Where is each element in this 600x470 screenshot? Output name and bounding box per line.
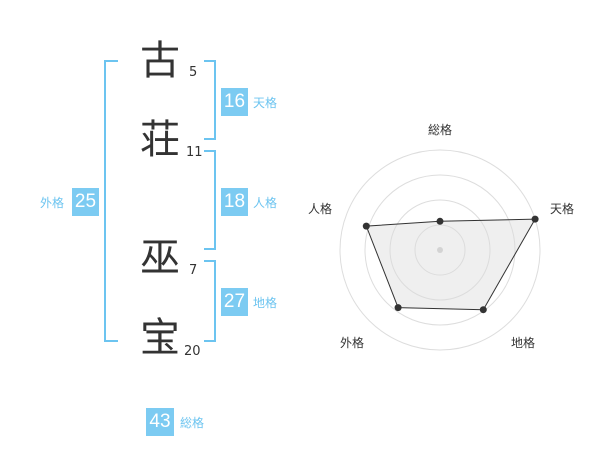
gaikaku-bracket [104,60,118,342]
chikaku-bracket [204,260,216,342]
radar-axis-label-chikaku: 地格 [511,336,536,350]
radar-point-1 [436,217,444,225]
radar-axis-label-jinkaku: 人格 [308,202,333,216]
jinkaku-bracket [204,150,216,250]
tenkaku-label: 天格 [253,96,278,110]
name-char-4: 宝 [140,315,180,361]
tenkaku-value-badge: 16 [221,88,248,116]
radar-rings [339,149,541,351]
jinkaku-label: 人格 [253,196,278,210]
radar-points [362,215,539,314]
jinkaku-value-badge: 18 [221,188,248,216]
stroke-count-1: 5 [189,65,198,80]
gaikaku-value-badge: 25 [72,188,99,216]
soukaku-value-badge: 43 [146,408,174,436]
chikaku-label: 地格 [253,296,278,310]
gaikaku-label: 外格 [40,196,65,210]
radar-point-4 [394,304,402,312]
radar-ring-1 [414,224,466,276]
radar-center-dot [437,247,443,253]
radar-ring-3 [364,174,516,326]
radar-polygon [365,218,536,311]
radar-ring-2 [389,199,491,301]
stroke-count-4: 20 [184,344,201,359]
name-char-1: 古 [140,38,180,84]
name-char-3: 巫 [140,235,180,281]
stroke-count-2: 11 [186,145,203,160]
radar-axis-label-tenkaku: 天格 [550,202,575,216]
radar-value-polygon [365,218,536,311]
soukaku-label: 総格 [180,416,205,430]
radar-axis-label-gaikaku: 外格 [340,336,365,350]
radar-point-3 [479,306,487,314]
radar-axis-label-soukaku: 総格 [428,123,453,137]
tenkaku-bracket [204,60,216,140]
name-char-2: 荘 [140,117,180,163]
chikaku-value-badge: 27 [221,288,248,316]
radar-ring-4 [339,149,541,351]
radar-point-5 [362,222,370,230]
stroke-count-3: 7 [189,263,198,278]
radar-point-2 [531,215,539,223]
